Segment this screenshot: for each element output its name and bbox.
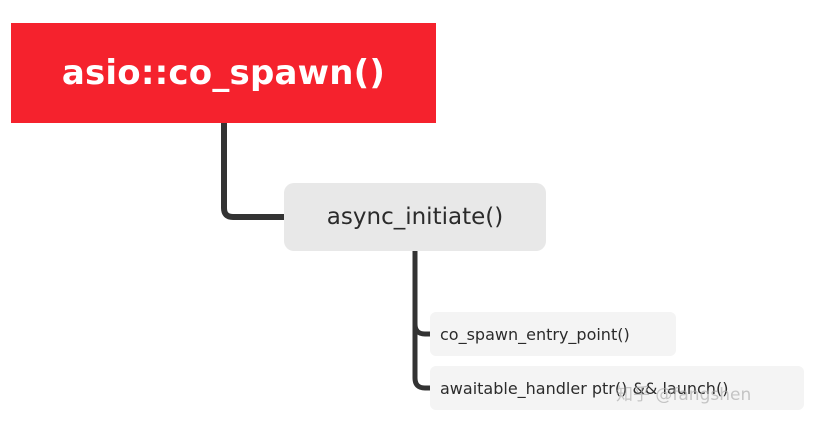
leaf-node-awaitable-handler: awaitable_handler ptr() && launch(): [430, 366, 804, 410]
root-node-label: asio::co_spawn(): [61, 53, 386, 93]
child-node-async-initiate: async_initiate(): [284, 183, 546, 251]
child-to-leaf1-connector: [412, 248, 433, 337]
root-node: asio::co_spawn(): [11, 23, 436, 123]
leaf-node-label: co_spawn_entry_point(): [440, 324, 630, 344]
root-to-child-connector: [221, 120, 287, 220]
leaf-node-co-spawn-entry-point: co_spawn_entry_point(): [430, 312, 676, 356]
child-node-label: async_initiate(): [326, 204, 504, 230]
leaf-node-label: awaitable_handler ptr() && launch(): [440, 378, 729, 398]
child-to-leaf2-connector: [412, 321, 433, 391]
